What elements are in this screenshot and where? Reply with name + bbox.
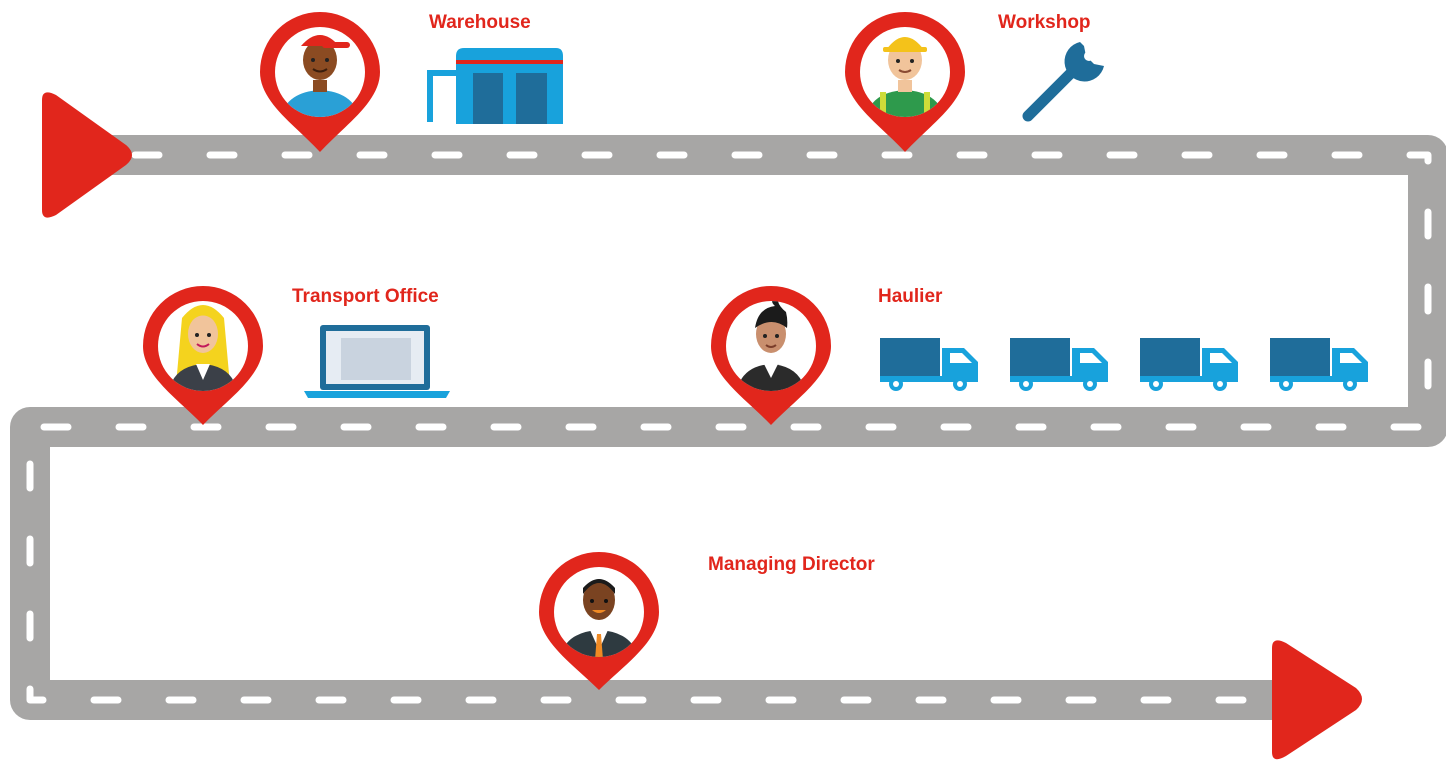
stop-label-managing-director: Managing Director <box>708 554 875 575</box>
haulier-driver-avatar <box>736 301 806 391</box>
warehouse-icon <box>427 48 563 124</box>
truck-icon <box>1010 338 1108 391</box>
stop-managing-director: Managing Director <box>539 552 875 690</box>
stop-label-warehouse: Warehouse <box>429 12 531 33</box>
office-worker-avatar <box>168 305 238 391</box>
stop-label-haulier: Haulier <box>878 286 943 307</box>
road <box>10 135 1446 720</box>
truck-icon <box>1140 338 1238 391</box>
stop-label-transport-office: Transport Office <box>292 286 439 307</box>
stop-haulier: Haulier <box>711 286 1368 425</box>
laptop-icon <box>304 325 450 398</box>
wrench-icon <box>1022 42 1104 122</box>
truck-icon <box>880 338 978 391</box>
stop-transport-office: Transport Office <box>143 286 450 425</box>
end-arrow <box>1272 640 1362 760</box>
stop-label-workshop: Workshop <box>998 12 1091 33</box>
stop-warehouse: Warehouse <box>260 12 563 152</box>
road-dashes <box>26 151 1432 704</box>
start-arrow <box>42 92 132 218</box>
truck-icon <box>1270 338 1368 391</box>
stop-workshop: Workshop <box>845 12 1104 152</box>
truck-fleet <box>880 338 1368 391</box>
location-pin <box>539 552 659 690</box>
